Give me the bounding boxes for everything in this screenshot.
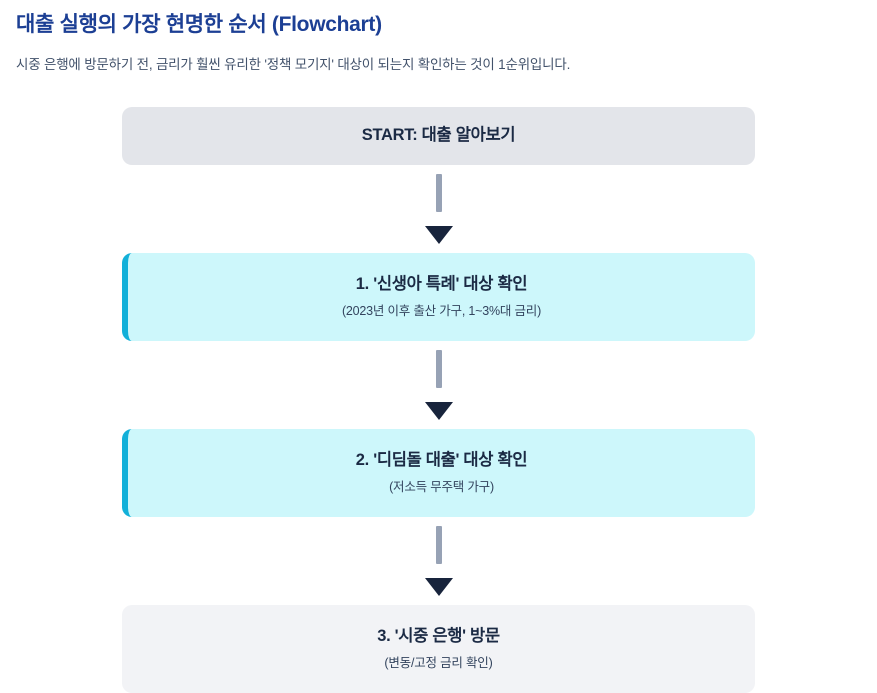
flow-connector-2 — [424, 341, 453, 429]
flow-node-subtitle: (변동/고정 금리 확인) — [384, 655, 493, 670]
flowchart-container: START: 대출 알아보기 1. '신생아 특례' 대상 확인 (2023년 … — [0, 106, 877, 693]
flow-node-subtitle: (2023년 이후 출산 가구, 1~3%대 금리) — [341, 303, 542, 318]
flow-node-subtitle: (저소득 무주택 가구) — [389, 479, 494, 494]
flow-node-step-2[interactable]: 2. '디딤돌 대출' 대상 확인 (저소득 무주택 가구) — [122, 428, 755, 517]
header: 대출 실행의 가장 현명한 순서 (Flowchart) 시중 은행에 방문하기… — [0, 0, 877, 76]
flow-connector-3 — [424, 517, 453, 605]
flow-node-title: 3. '시중 은행' 방문 — [377, 627, 500, 646]
flow-node-title: 2. '디딤돌 대출' 대상 확인 — [355, 451, 528, 470]
arrow-down-icon — [424, 577, 453, 596]
flow-connector-1 — [424, 165, 453, 253]
flow-node-title: START: 대출 알아보기 — [361, 126, 516, 145]
flow-node-step-1[interactable]: 1. '신생아 특례' 대상 확인 (2023년 이후 출산 가구, 1~3%대… — [122, 252, 755, 341]
page-subtitle: 시중 은행에 방문하기 전, 금리가 훨씬 유리한 '정책 모기지' 대상이 되… — [16, 57, 571, 73]
arrow-down-icon — [424, 225, 453, 244]
page-title: 대출 실행의 가장 현명한 순서 (Flowchart) — [16, 13, 382, 36]
arrow-down-icon — [424, 401, 453, 420]
flow-node-title: 1. '신생아 특례' 대상 확인 — [355, 275, 528, 294]
flow-node-start[interactable]: START: 대출 알아보기 — [122, 106, 755, 165]
connector-line — [435, 525, 442, 564]
connector-line — [435, 349, 442, 388]
connector-line — [435, 173, 442, 212]
flow-node-step-3[interactable]: 3. '시중 은행' 방문 (변동/고정 금리 확인) — [122, 604, 755, 693]
